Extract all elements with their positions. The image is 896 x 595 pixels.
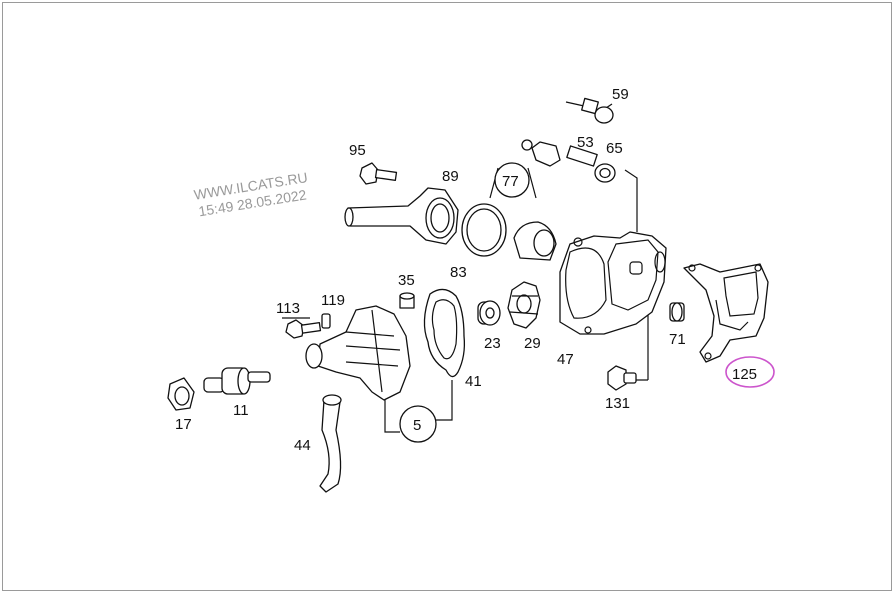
- label-131[interactable]: 131: [605, 395, 630, 412]
- part-89-outlet[interactable]: [344, 187, 459, 245]
- part-59-sensor[interactable]: [565, 97, 614, 124]
- label-11[interactable]: 11: [233, 402, 249, 419]
- callout-5: [399, 405, 437, 443]
- label-119[interactable]: 119: [321, 292, 345, 309]
- part-53-sender[interactable]: [521, 139, 598, 167]
- part-83-gasket[interactable]: [423, 288, 466, 378]
- part-77-thermostat[interactable]: [461, 162, 557, 261]
- label-17[interactable]: 17: [175, 416, 192, 433]
- part-119-clip[interactable]: [321, 313, 331, 329]
- part-29-impeller[interactable]: [507, 281, 541, 329]
- label-83[interactable]: 83: [450, 264, 467, 281]
- part-23-bushing[interactable]: [477, 300, 501, 326]
- label-113[interactable]: 113: [276, 300, 300, 317]
- part-65-ring[interactable]: [594, 163, 616, 183]
- label-125[interactable]: 125: [732, 366, 757, 383]
- label-5[interactable]: 5: [413, 417, 421, 434]
- part-35-bushing[interactable]: [399, 292, 415, 309]
- label-59[interactable]: 59: [612, 86, 629, 103]
- part-11-shaft[interactable]: [203, 367, 271, 395]
- part-125-gasket[interactable]: [683, 263, 769, 363]
- label-95[interactable]: 95: [349, 142, 366, 159]
- part-71-sleeve[interactable]: [669, 302, 685, 322]
- part-17-flange[interactable]: [167, 377, 195, 411]
- label-29[interactable]: 29: [524, 335, 541, 352]
- part-labels: 59 53 65 95 89 77 35 83 113 119 23 29 47…: [175, 86, 757, 454]
- part-113-bolt[interactable]: [285, 319, 322, 339]
- label-47[interactable]: 47: [557, 351, 574, 368]
- part-5-water-pump[interactable]: [305, 305, 411, 401]
- part-95-bolt[interactable]: [359, 162, 398, 185]
- label-65[interactable]: 65: [606, 140, 623, 157]
- part-131-plug[interactable]: [607, 365, 637, 391]
- label-89[interactable]: 89: [442, 168, 459, 185]
- highlight-125: [725, 356, 775, 388]
- label-77[interactable]: 77: [502, 173, 519, 190]
- label-44[interactable]: 44: [294, 437, 311, 454]
- part-44-hose[interactable]: [319, 394, 342, 493]
- part-47-housing[interactable]: [559, 231, 667, 335]
- label-53[interactable]: 53: [577, 134, 594, 151]
- label-41[interactable]: 41: [465, 373, 482, 390]
- label-23[interactable]: 23: [484, 335, 501, 352]
- label-35[interactable]: 35: [398, 272, 415, 289]
- watermark: WWW.ILCATS.RU 15:49 28.05.2022: [193, 169, 309, 219]
- label-71[interactable]: 71: [669, 331, 686, 348]
